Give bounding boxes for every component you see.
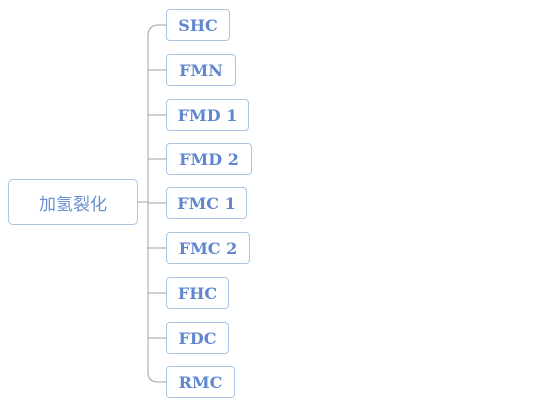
child-node-label: FMD 1 xyxy=(177,105,238,125)
root-node[interactable]: 加氢裂化 xyxy=(8,179,138,225)
child-node-fmd-2[interactable]: FMD 2 xyxy=(166,143,252,175)
child-node-label: FMN xyxy=(179,60,223,80)
child-node-fdc[interactable]: FDC xyxy=(166,322,229,354)
child-node-label: FDC xyxy=(178,328,217,348)
root-node-label: 加氢裂化 xyxy=(39,194,107,215)
child-node-label: SHC xyxy=(178,15,218,35)
child-node-label: FHC xyxy=(177,283,218,303)
branch-line-rmc xyxy=(147,371,166,383)
child-node-fhc[interactable]: FHC xyxy=(166,277,229,309)
child-node-fmc-1[interactable]: FMC 1 xyxy=(166,187,247,219)
branch-line-shc xyxy=(147,24,166,37)
child-node-fmc-2[interactable]: FMC 2 xyxy=(166,232,250,264)
child-node-fmd-1[interactable]: FMD 1 xyxy=(166,99,249,131)
child-node-label: FMC 1 xyxy=(177,193,236,213)
child-node-fmn[interactable]: FMN xyxy=(166,54,236,86)
child-node-label: FMC 2 xyxy=(178,238,238,258)
child-node-shc[interactable]: SHC xyxy=(166,9,230,41)
child-node-label: RMC xyxy=(178,372,223,392)
child-node-label: FMD 2 xyxy=(179,149,239,169)
child-node-rmc[interactable]: RMC xyxy=(166,366,235,398)
